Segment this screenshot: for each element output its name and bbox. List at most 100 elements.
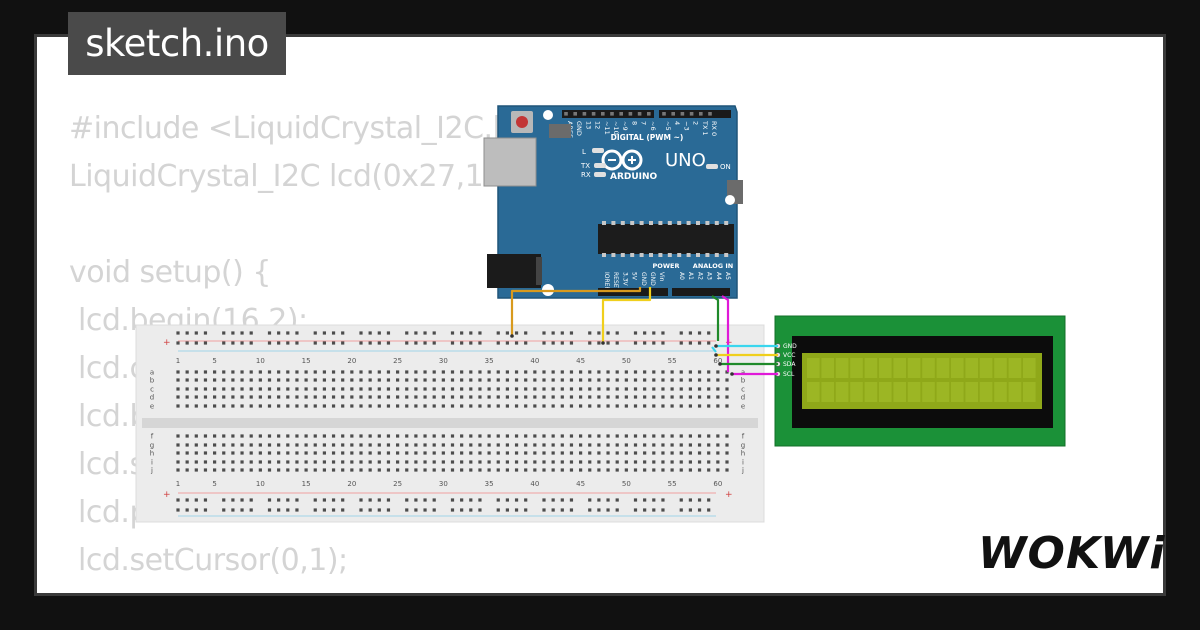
terminal-hole	[551, 443, 555, 447]
terminal-hole	[405, 370, 409, 374]
terminal-hole	[679, 370, 683, 374]
terminal-hole	[597, 443, 601, 447]
pin-label: ~6	[649, 121, 657, 131]
terminal-hole	[414, 370, 418, 374]
terminal-hole	[496, 460, 500, 464]
rail-hole	[450, 341, 455, 345]
brand-label: ARDUINO	[610, 172, 658, 182]
header-pin[interactable]	[564, 112, 568, 116]
header-pin[interactable]	[662, 112, 666, 116]
terminal-hole	[450, 443, 455, 447]
column-label: 10	[256, 357, 265, 365]
pin-label: GND	[640, 272, 647, 286]
header-pin[interactable]	[708, 112, 712, 116]
terminal-hole	[267, 468, 272, 472]
row-label: b	[150, 377, 155, 385]
pin-label: IOREF	[603, 272, 610, 290]
terminal-hole	[652, 370, 656, 374]
wire-vcc[interactable]	[601, 287, 652, 343]
terminal-hole	[231, 404, 235, 408]
terminal-hole	[304, 378, 308, 382]
header-pin[interactable]	[647, 112, 651, 116]
header-pin[interactable]	[689, 112, 694, 116]
terminal-hole	[231, 434, 235, 438]
terminal-hole	[176, 434, 180, 438]
header-pin[interactable]	[680, 112, 685, 116]
terminal-hole	[432, 434, 436, 438]
terminal-hole	[267, 404, 272, 408]
reset-button-cap[interactable]	[516, 116, 528, 128]
rail-hole	[240, 341, 244, 345]
terminal-hole	[469, 468, 473, 472]
lcd-cell	[850, 382, 863, 402]
terminal-hole	[670, 395, 674, 399]
rail-hole	[514, 341, 519, 345]
breadboard[interactable]: 1155101015152020252530303535404045455050…	[135, 324, 765, 523]
terminal-hole	[533, 395, 537, 399]
rail-hole	[313, 508, 317, 512]
column-label: 35	[485, 357, 494, 365]
pin-label: A5	[724, 272, 731, 280]
rail-hole	[460, 498, 464, 502]
header-pin[interactable]	[699, 112, 703, 116]
rail-hole	[341, 331, 345, 335]
terminal-hole	[249, 395, 253, 399]
terminal-hole	[295, 387, 299, 391]
header-pin[interactable]	[628, 112, 633, 116]
terminal-hole	[643, 404, 647, 408]
terminal-hole	[222, 451, 226, 455]
terminal-hole	[304, 387, 308, 391]
terminal-hole	[267, 378, 272, 382]
wire-scl-breadboard[interactable]	[721, 295, 730, 372]
header-pin[interactable]	[671, 112, 675, 116]
rail-hole	[505, 508, 509, 512]
rail-hole	[267, 498, 272, 502]
row-label: g	[150, 442, 154, 450]
terminal-hole	[176, 378, 180, 382]
header-pin[interactable]	[610, 112, 614, 116]
rail-hole	[286, 331, 290, 335]
terminal-hole	[606, 387, 610, 391]
terminal-hole	[322, 378, 326, 382]
wires[interactable]	[510, 287, 778, 376]
terminal-hole	[688, 387, 692, 391]
wire-end	[718, 362, 722, 366]
wire-gnd[interactable]	[510, 287, 642, 336]
terminal-hole	[588, 395, 592, 399]
terminal-hole	[350, 370, 354, 374]
terminal-hole	[670, 460, 674, 464]
terminal-hole	[597, 460, 601, 464]
terminal-hole	[213, 460, 217, 464]
rail-hole	[661, 341, 665, 345]
pin-label: TX 1	[701, 120, 709, 136]
rail-hole	[679, 498, 683, 502]
terminal-hole	[414, 387, 418, 391]
terminal-hole	[652, 378, 656, 382]
terminal-hole	[569, 404, 574, 408]
terminal-hole	[277, 395, 281, 399]
terminal-hole	[624, 395, 628, 399]
header-pin[interactable]	[573, 112, 577, 116]
terminal-hole	[533, 460, 537, 464]
terminal-hole	[643, 460, 647, 464]
terminal-hole	[725, 434, 729, 438]
terminal-hole	[588, 460, 592, 464]
header-pin[interactable]	[619, 112, 623, 116]
terminal-hole	[295, 395, 299, 399]
header-pin[interactable]	[601, 112, 605, 116]
wire-sda-breadboard[interactable]	[711, 295, 720, 341]
terminal-hole	[524, 468, 528, 472]
header-pin[interactable]	[582, 112, 587, 116]
terminal-hole	[249, 451, 253, 455]
wire-link[interactable]	[711, 346, 717, 353]
rail-hole	[194, 331, 198, 335]
row-label: h	[150, 450, 154, 458]
terminal-hole	[606, 370, 610, 374]
header-pin[interactable]	[637, 112, 642, 116]
file-tab[interactable]: sketch.ino	[68, 12, 286, 75]
header-pin[interactable]	[591, 112, 596, 116]
